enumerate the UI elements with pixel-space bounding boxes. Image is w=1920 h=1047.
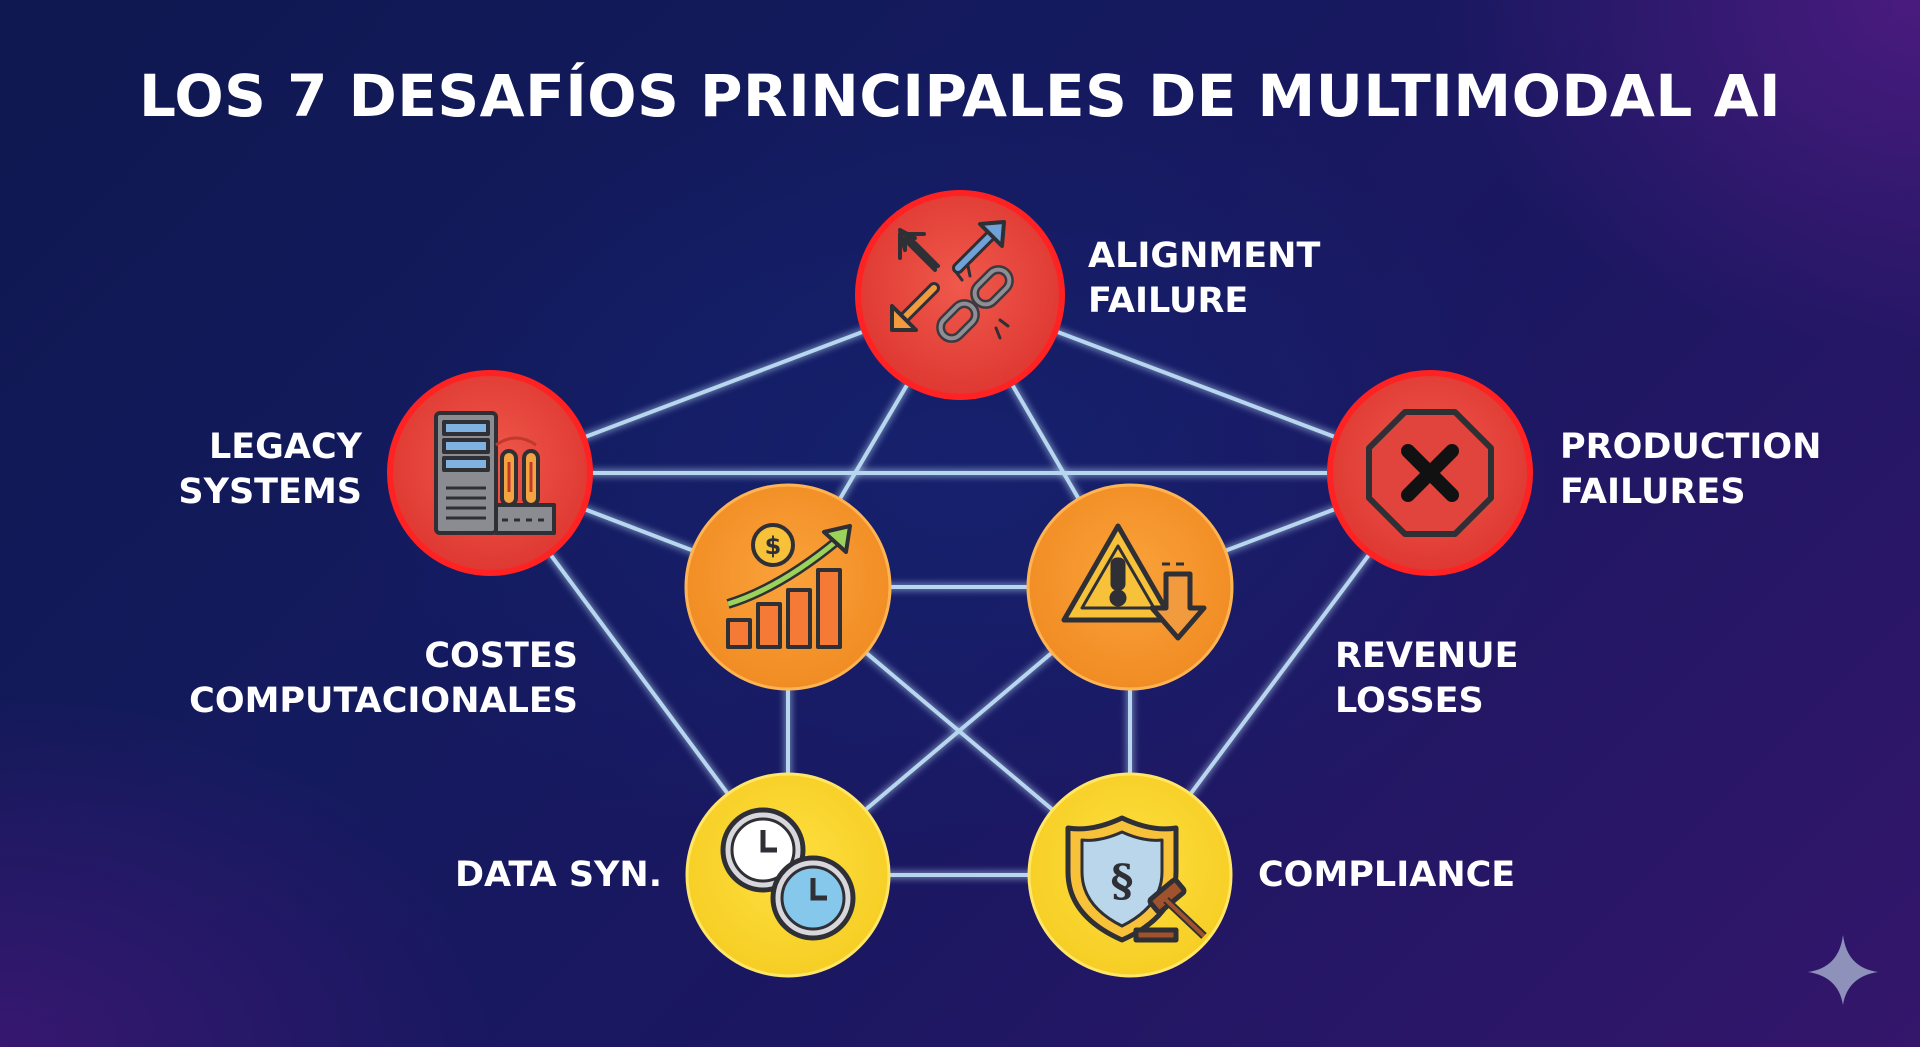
label-line: FAILURES xyxy=(1560,472,1746,512)
label-line: ALIGNMENT xyxy=(1088,236,1321,276)
two-clocks-icon xyxy=(720,807,856,941)
node-production-failures xyxy=(1327,370,1533,576)
label-legacy-systems: LEGACY SYSTEMS xyxy=(178,425,362,515)
warning-down-arrow-icon xyxy=(1061,523,1207,641)
server-rack-icon xyxy=(434,411,556,535)
label-line: PRODUCTION xyxy=(1560,427,1822,467)
node-data-syn xyxy=(685,772,891,978)
node-revenue-losses xyxy=(1026,483,1234,691)
node-legacy-systems xyxy=(387,370,593,576)
label-line: DATA SYN. xyxy=(455,855,662,895)
node-alignment-circle xyxy=(855,190,1065,400)
stop-sign-x-icon xyxy=(1366,409,1494,537)
label-line: COSTES xyxy=(424,636,578,676)
page-title: LOS 7 DESAFÍOS PRINCIPALES DE MULTIMODAL… xyxy=(138,62,1782,130)
svg-text:$: $ xyxy=(765,532,782,560)
sparkle-star-icon xyxy=(1808,935,1878,1005)
label-line: SYSTEMS xyxy=(178,472,362,512)
rising-cost-chart-icon: $ xyxy=(726,523,852,649)
label-line: REVENUE xyxy=(1335,636,1519,676)
node-alignment-failure xyxy=(855,190,1065,400)
label-line: LEGACY xyxy=(208,427,362,467)
node-costes-computacionales: $ xyxy=(684,483,892,691)
label-compliance: COMPLIANCE xyxy=(1258,853,1515,898)
node-compliance: § xyxy=(1027,772,1233,978)
label-line: COMPLIANCE xyxy=(1258,855,1516,895)
node-costes-circle xyxy=(684,483,892,691)
label-costes-computacionales: COSTES COMPUTACIONALES xyxy=(189,634,578,724)
label-line: COMPUTACIONALES xyxy=(189,681,578,721)
shield-gavel-icon: § xyxy=(1065,815,1207,943)
label-revenue-losses: REVENUE LOSSES xyxy=(1335,634,1518,724)
label-alignment-failure: ALIGNMENT FAILURE xyxy=(1088,234,1320,324)
label-data-syn: DATA SYN. xyxy=(455,853,662,898)
label-line: FAILURE xyxy=(1088,281,1249,321)
label-production-failures: PRODUCTION FAILURES xyxy=(1560,425,1821,515)
label-line: LOSSES xyxy=(1335,681,1484,721)
svg-text:§: § xyxy=(1110,856,1133,907)
broken-chain-arrows-icon xyxy=(890,220,1014,343)
